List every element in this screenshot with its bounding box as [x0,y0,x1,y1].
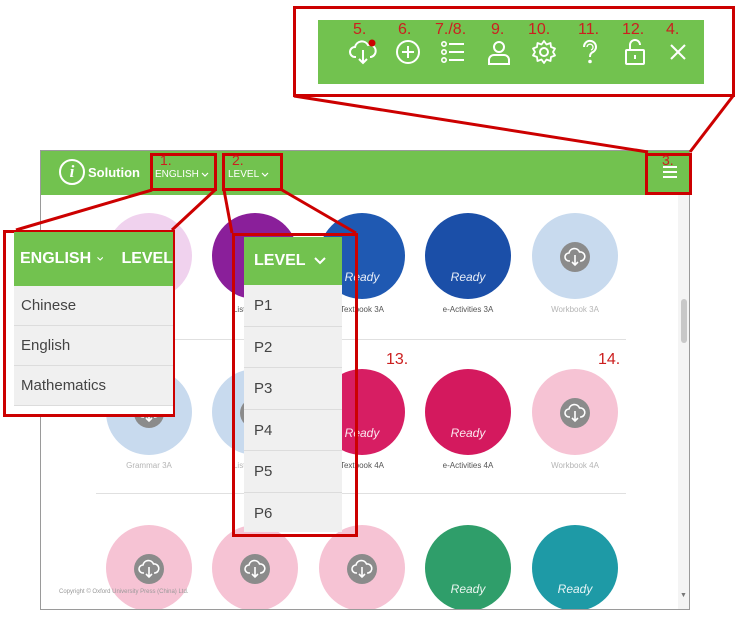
cover-brand-text: Ready [450,270,486,284]
cloud-download-icon[interactable] [348,37,378,67]
unlock-icon[interactable] [620,37,650,67]
level-option-p5[interactable]: P5 [244,451,342,493]
book-item[interactable]: Ready e-Activities 4A [423,369,513,470]
logo-text: Solution [88,164,140,180]
help-icon[interactable] [575,37,605,67]
chevron-down-icon [261,172,269,177]
app-header: i Solution ENGLISH LEVEL [41,151,689,195]
callout-number-13: 13. [386,351,409,368]
level-menu-header-label: LEVEL [254,252,306,269]
toolbar-number: 11. [578,21,600,38]
user-icon[interactable] [484,37,514,67]
subject-menu-header[interactable]: ENGLISH LEVEL [14,232,173,286]
book-item[interactable]: Ready e-Activities 3A [423,213,513,314]
level-option-p6[interactable]: P6 [244,492,342,532]
callout-number-3: 3. [662,152,674,168]
book-label: e-Activities 3A [442,305,494,314]
callout-number-2: 2. [232,152,244,168]
menu-hamburger-icon[interactable] [663,166,677,178]
book-cover[interactable] [532,213,618,299]
subject-menu-callout-box [3,230,175,417]
toolbar-number: 10. [528,21,551,38]
download-badge-icon[interactable] [347,554,377,584]
book-item[interactable] [317,525,407,609]
level-dropdown[interactable]: LEVEL [228,169,269,180]
book-cover[interactable]: Ready [532,525,618,609]
book-cover[interactable]: Ready [425,525,511,609]
cover-brand-text: Ready [450,582,486,596]
book-item[interactable]: Workbook 4A [530,369,620,470]
subject-dropdown-callout-box [150,153,217,191]
toolbar-number: 7./8. [435,21,467,38]
book-label: e-Activities 4A [442,461,494,470]
shelf-divider [96,493,626,494]
book-cover[interactable]: Ready [425,213,511,299]
level-dropdown-label: LEVEL [228,169,260,180]
cover-brand-text: Ready [344,426,380,440]
book-label: Workbook 4A [551,461,599,470]
level-option-p2[interactable]: P2 [244,326,342,368]
level-dropdown-menu: LEVEL P1 P2 P3 P4 P5 P6 [244,237,342,532]
book-label: Textbook 3A [339,305,385,314]
download-badge-icon[interactable] [560,398,590,428]
book-cover[interactable] [212,525,298,609]
subject-dropdown-label: ENGLISH [155,169,199,180]
toolbar-callout-box [293,6,735,97]
subject-dropdown-menu: ENGLISH LEVEL Chinese English Mathematic… [14,232,173,414]
subject-menu-header-label: ENGLISH [20,250,92,267]
subject-menu-next-header: LEVEL [121,250,173,267]
subject-dropdown[interactable]: ENGLISH [155,169,209,180]
book-item[interactable]: Ready [530,525,620,609]
toolbar-number: 6. [398,21,412,38]
settings-icon[interactable] [529,37,559,67]
level-menu-header[interactable]: LEVEL [244,237,342,285]
chevron-down-icon [97,257,104,261]
level-dropdown-callout-box [222,153,283,191]
level-option-p1[interactable]: P1 [244,285,342,327]
toolbar-number: 9. [491,21,505,38]
toolbar-number: 4. [666,21,680,38]
book-item[interactable]: Ready [423,525,513,609]
scrollbar-thumb[interactable] [681,299,687,343]
callout-number-14: 14. [598,351,621,368]
close-icon[interactable] [663,37,693,67]
download-badge-icon[interactable] [240,554,270,584]
level-menu-callout-box [232,233,358,537]
subject-option-mathematics[interactable]: Mathematics [14,366,173,406]
menu-callout-box [645,153,692,195]
download-badge-icon[interactable] [560,242,590,272]
chevron-down-icon [313,257,326,265]
book-cover[interactable] [532,369,618,455]
subject-option-english[interactable]: English [14,326,173,366]
level-option-p4[interactable]: P4 [244,409,342,451]
toolbar-number: 12. [622,21,645,38]
isolution-logo[interactable]: i Solution [59,159,140,185]
copyright-text: Copyright © Oxford University Press (Chi… [59,589,189,595]
book-label: Textbook 4A [339,461,385,470]
list-icon[interactable] [438,37,468,67]
subject-option-chinese[interactable]: Chinese [14,286,173,326]
expanded-toolbar: 5. 6. 7./8. 9. 10. 11. 12. [318,20,704,84]
scroll-down-arrow-icon[interactable]: ▼ [680,592,687,599]
book-label: Grammar 3A [126,461,172,470]
add-circle-icon[interactable] [393,37,423,67]
book-label: Workbook 3A [551,305,599,314]
logo-letter: i [59,159,85,185]
cover-brand-text: Ready [450,426,486,440]
vertical-scrollbar[interactable]: ▼ [678,195,689,609]
book-item[interactable] [210,525,300,609]
book-cover[interactable]: Ready [425,369,511,455]
book-cover[interactable] [106,525,192,609]
cover-brand-text: Ready [557,582,593,596]
level-option-p3[interactable]: P3 [244,368,342,410]
book-item[interactable] [104,525,194,609]
shelf-divider [96,339,626,340]
book-cover[interactable] [319,525,405,609]
callout-number-1: 1. [160,152,172,168]
cover-brand-text: Ready [344,270,380,284]
book-item[interactable]: Workbook 3A [530,213,620,314]
download-badge-icon[interactable] [134,554,164,584]
toolbar-number: 5. [353,21,367,38]
chevron-down-icon [201,172,209,177]
